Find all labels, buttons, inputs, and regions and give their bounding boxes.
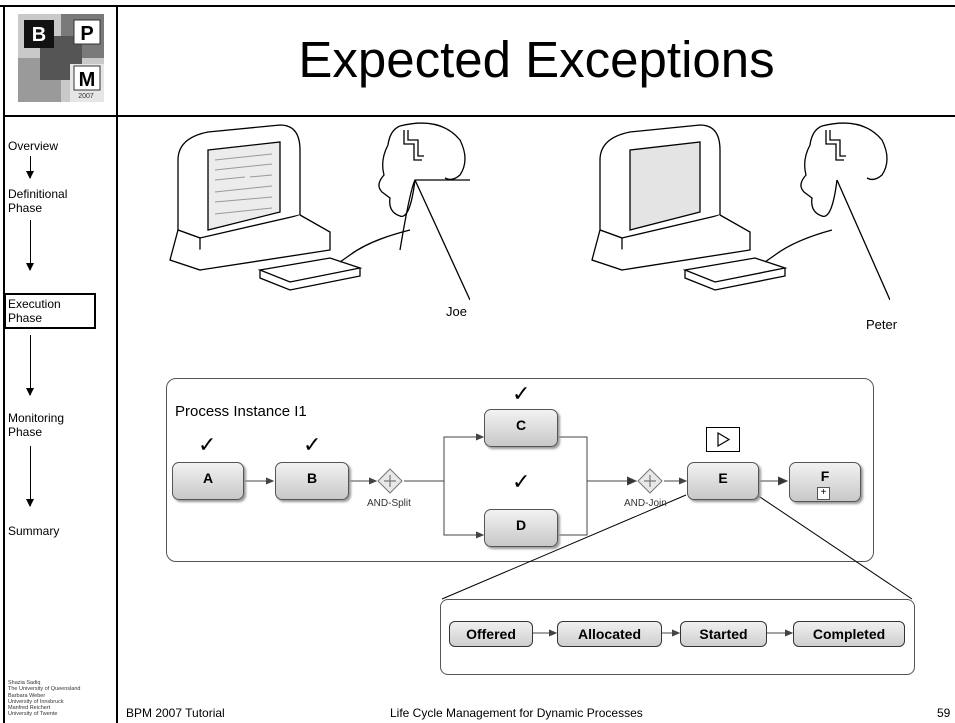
frame-top-line (0, 5, 955, 7)
task-a-complete-check-icon: ✓ (198, 433, 217, 458)
frame-divider-horizontal (3, 115, 955, 117)
nav-arrow-2 (26, 220, 34, 271)
logo-year: 2007 (78, 93, 94, 100)
nav-arrow-4 (26, 446, 34, 507)
task-f-label: F (820, 468, 830, 484)
state-started: Started (680, 621, 767, 647)
person-name-peter: Peter (866, 317, 898, 332)
frame-left-line (3, 5, 5, 723)
footer-left: BPM 2007 Tutorial (126, 706, 225, 720)
logo-letter-p: P (80, 23, 93, 45)
credit-line: Shazia Sadiq (8, 680, 41, 686)
joe-at-computer-illustration (160, 120, 471, 301)
state-completed: Completed (793, 621, 905, 647)
bpm-logo: B P M 2007 (18, 14, 104, 102)
person-name-joe: Joe (446, 304, 467, 319)
frame-divider-vertical (116, 5, 118, 723)
sidebar-item-summary[interactable]: Summary (8, 524, 60, 538)
and-join-label: AND-Join (624, 498, 667, 509)
sidebar-item-execution-phase[interactable]: Execution Phase (4, 293, 96, 329)
nav-arrow-3 (26, 335, 34, 396)
and-split-label: AND-Split (367, 498, 411, 509)
author-credits: Shazia Sadiq The University of Queenslan… (8, 680, 80, 718)
sidebar-item-overview[interactable]: Overview (8, 139, 59, 153)
and-join-gateway[interactable] (637, 468, 663, 494)
process-instance-title: Process Instance I1 (175, 403, 307, 420)
credit-line: University of Twente (8, 711, 58, 718)
slide-title: Expected Exceptions (298, 31, 775, 88)
task-c[interactable]: C (484, 409, 558, 447)
task-b[interactable]: B (275, 462, 349, 500)
task-b-complete-check-icon: ✓ (303, 433, 322, 458)
logo-letter-b: B (32, 24, 46, 46)
state-allocated: Allocated (557, 621, 662, 647)
peter-at-computer-illustration (590, 120, 891, 301)
task-c-complete-check-icon: ✓ (512, 382, 531, 407)
process-instance-panel (166, 378, 874, 562)
credit-line: Manfred Reichert (8, 705, 51, 712)
credit-line: The University of Queensland (8, 686, 81, 693)
task-a[interactable]: A (172, 462, 244, 500)
page-number: 59 (937, 706, 951, 720)
footer-center: Life Cycle Management for Dynamic Proces… (390, 706, 643, 720)
nav-arrow-1 (26, 156, 34, 179)
sidebar-item-monitoring-phase[interactable]: Monitoring Phase (8, 411, 65, 439)
task-e[interactable]: E (687, 462, 759, 500)
task-lifecycle-panel (440, 599, 915, 675)
task-d-complete-check-icon: ✓ (512, 470, 531, 495)
credit-line: University of Innsbruck (8, 698, 64, 705)
sidebar-item-definitional-phase[interactable]: Definitional Phase (8, 187, 68, 215)
and-split-gateway[interactable] (377, 468, 403, 494)
task-d[interactable]: D (484, 509, 558, 547)
logo-letter-m: M (79, 69, 96, 91)
play-icon[interactable] (706, 427, 740, 452)
subprocess-expand-icon[interactable]: + (817, 487, 830, 500)
credit-line: Barbara Weber (8, 692, 46, 699)
state-offered: Offered (449, 621, 533, 647)
